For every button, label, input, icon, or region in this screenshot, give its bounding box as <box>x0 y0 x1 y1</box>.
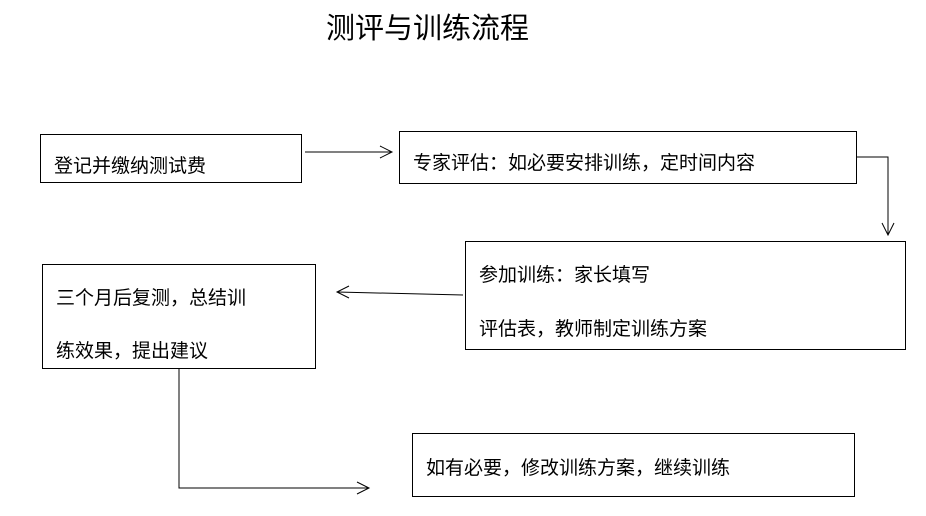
arrowhead-retest-to-revise <box>356 481 371 495</box>
step-training-text-line-2: 评估表，教师制定训练方案 <box>479 318 708 340</box>
step-register-box: 登记并缴纳测试费 <box>40 134 302 183</box>
step-training-text-line-1: 参加训练：家长填写 <box>479 264 651 286</box>
arrow-assessment-to-training <box>857 156 889 235</box>
step-revise-text: 如有必要，修改训练方案，继续训练 <box>426 457 731 479</box>
step-retest-box: 三个月后复测，总结训 练效果，提出建议 <box>42 264 316 369</box>
step-expert-assessment-text: 专家评估：如必要安排训练，定时间内容 <box>413 152 756 174</box>
arrow-retest-to-revise <box>178 369 369 489</box>
step-expert-assessment-box: 专家评估：如必要安排训练，定时间内容 <box>399 131 857 184</box>
step-training-box: 参加训练：家长填写 评估表，教师制定训练方案 <box>465 241 906 350</box>
arrow-training-to-retest <box>336 291 464 296</box>
arrowhead-training-to-retest <box>335 285 350 299</box>
step-retest-text-line-2: 练效果，提出建议 <box>56 340 209 362</box>
arrowhead-assessment-to-training <box>881 222 895 237</box>
diagram-title: 测评与训练流程 <box>326 11 530 45</box>
step-register-text: 登记并缴纳测试费 <box>54 155 207 177</box>
step-retest-text-line-1: 三个月后复测，总结训 <box>56 287 247 309</box>
step-revise-box: 如有必要，修改训练方案，继续训练 <box>412 433 855 497</box>
arrowhead-register-to-assessment <box>379 145 394 159</box>
